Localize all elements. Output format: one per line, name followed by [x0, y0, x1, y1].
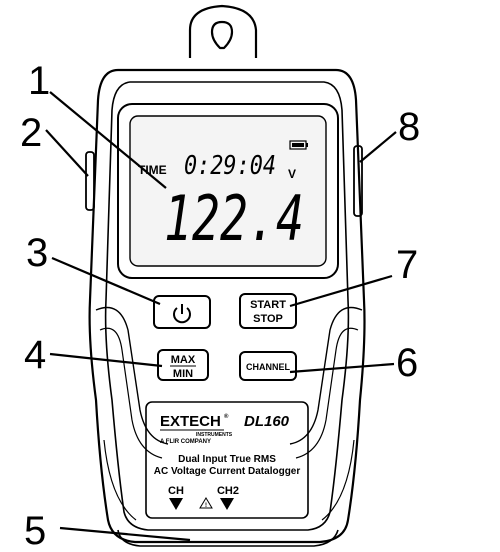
- channel-1-input-icon: [169, 498, 183, 510]
- callout-leaders: [45, 91, 397, 542]
- channel-2-label: CH2: [217, 485, 239, 497]
- channel-label: CHANNEL: [246, 362, 291, 372]
- leader-1: [49, 91, 167, 189]
- leader-6: [289, 362, 395, 374]
- lcd-display: TIME 0:29:04 V 122.4: [117, 103, 339, 279]
- hanging-hole: [210, 20, 234, 50]
- leader-2: [45, 129, 89, 177]
- callout-1: 1: [28, 59, 50, 103]
- power-button[interactable]: [153, 295, 211, 329]
- start-stop-button[interactable]: START STOP: [239, 293, 297, 329]
- callout-5: 5: [24, 509, 46, 552]
- callout-4: 4: [24, 333, 46, 377]
- leader-4: [49, 352, 163, 368]
- side-connector-right: [353, 145, 363, 217]
- side-connector-left: [85, 151, 95, 211]
- warning-icon: !: [199, 497, 213, 509]
- callout-2: 2: [20, 111, 42, 155]
- channel-button[interactable]: CHANNEL: [239, 351, 297, 381]
- leader-8: [359, 131, 397, 163]
- model-name: DL160: [244, 413, 290, 430]
- channel-2-input-icon: [220, 498, 234, 510]
- min-label: MIN: [173, 368, 193, 380]
- lcd-unit: V: [288, 167, 296, 181]
- callout-numbers: 1 2 3 4 5 6 7 8: [20, 59, 420, 552]
- leader-3: [51, 256, 161, 306]
- channel-1-label: CH: [168, 485, 184, 497]
- max-min-button[interactable]: MAX MIN: [157, 349, 209, 381]
- callout-6: 6: [396, 341, 418, 385]
- lcd-main-reading: 122.4: [164, 182, 304, 255]
- brand-name: EXTECH: [160, 413, 221, 430]
- brand-subtitle-1: INSTRUMENTS: [196, 432, 233, 438]
- battery-icon: [289, 140, 308, 150]
- svg-text:!: !: [205, 503, 207, 509]
- callout-8: 8: [398, 105, 420, 149]
- leader-5: [59, 526, 191, 542]
- brand-registered: ®: [224, 413, 229, 420]
- lcd-time-readout: 0:29:04: [184, 151, 276, 181]
- product-label: EXTECH ® INSTRUMENTS A FLIR COMPANY DL16…: [145, 401, 309, 519]
- brand-subtitle-2: A FLIR COMPANY: [160, 439, 211, 445]
- stop-label: STOP: [253, 313, 283, 325]
- leader-7: [289, 274, 393, 308]
- callout-7: 7: [396, 243, 418, 287]
- lcd-mode-label: TIME: [138, 163, 167, 177]
- description-line-2: AC Voltage Current Datalogger: [154, 466, 301, 477]
- device-body: [85, 4, 366, 547]
- start-label: START: [250, 299, 286, 311]
- power-icon: [173, 304, 191, 324]
- description-line-1: Dual Input True RMS: [178, 454, 276, 465]
- max-label: MAX: [171, 354, 196, 366]
- callout-3: 3: [26, 231, 48, 275]
